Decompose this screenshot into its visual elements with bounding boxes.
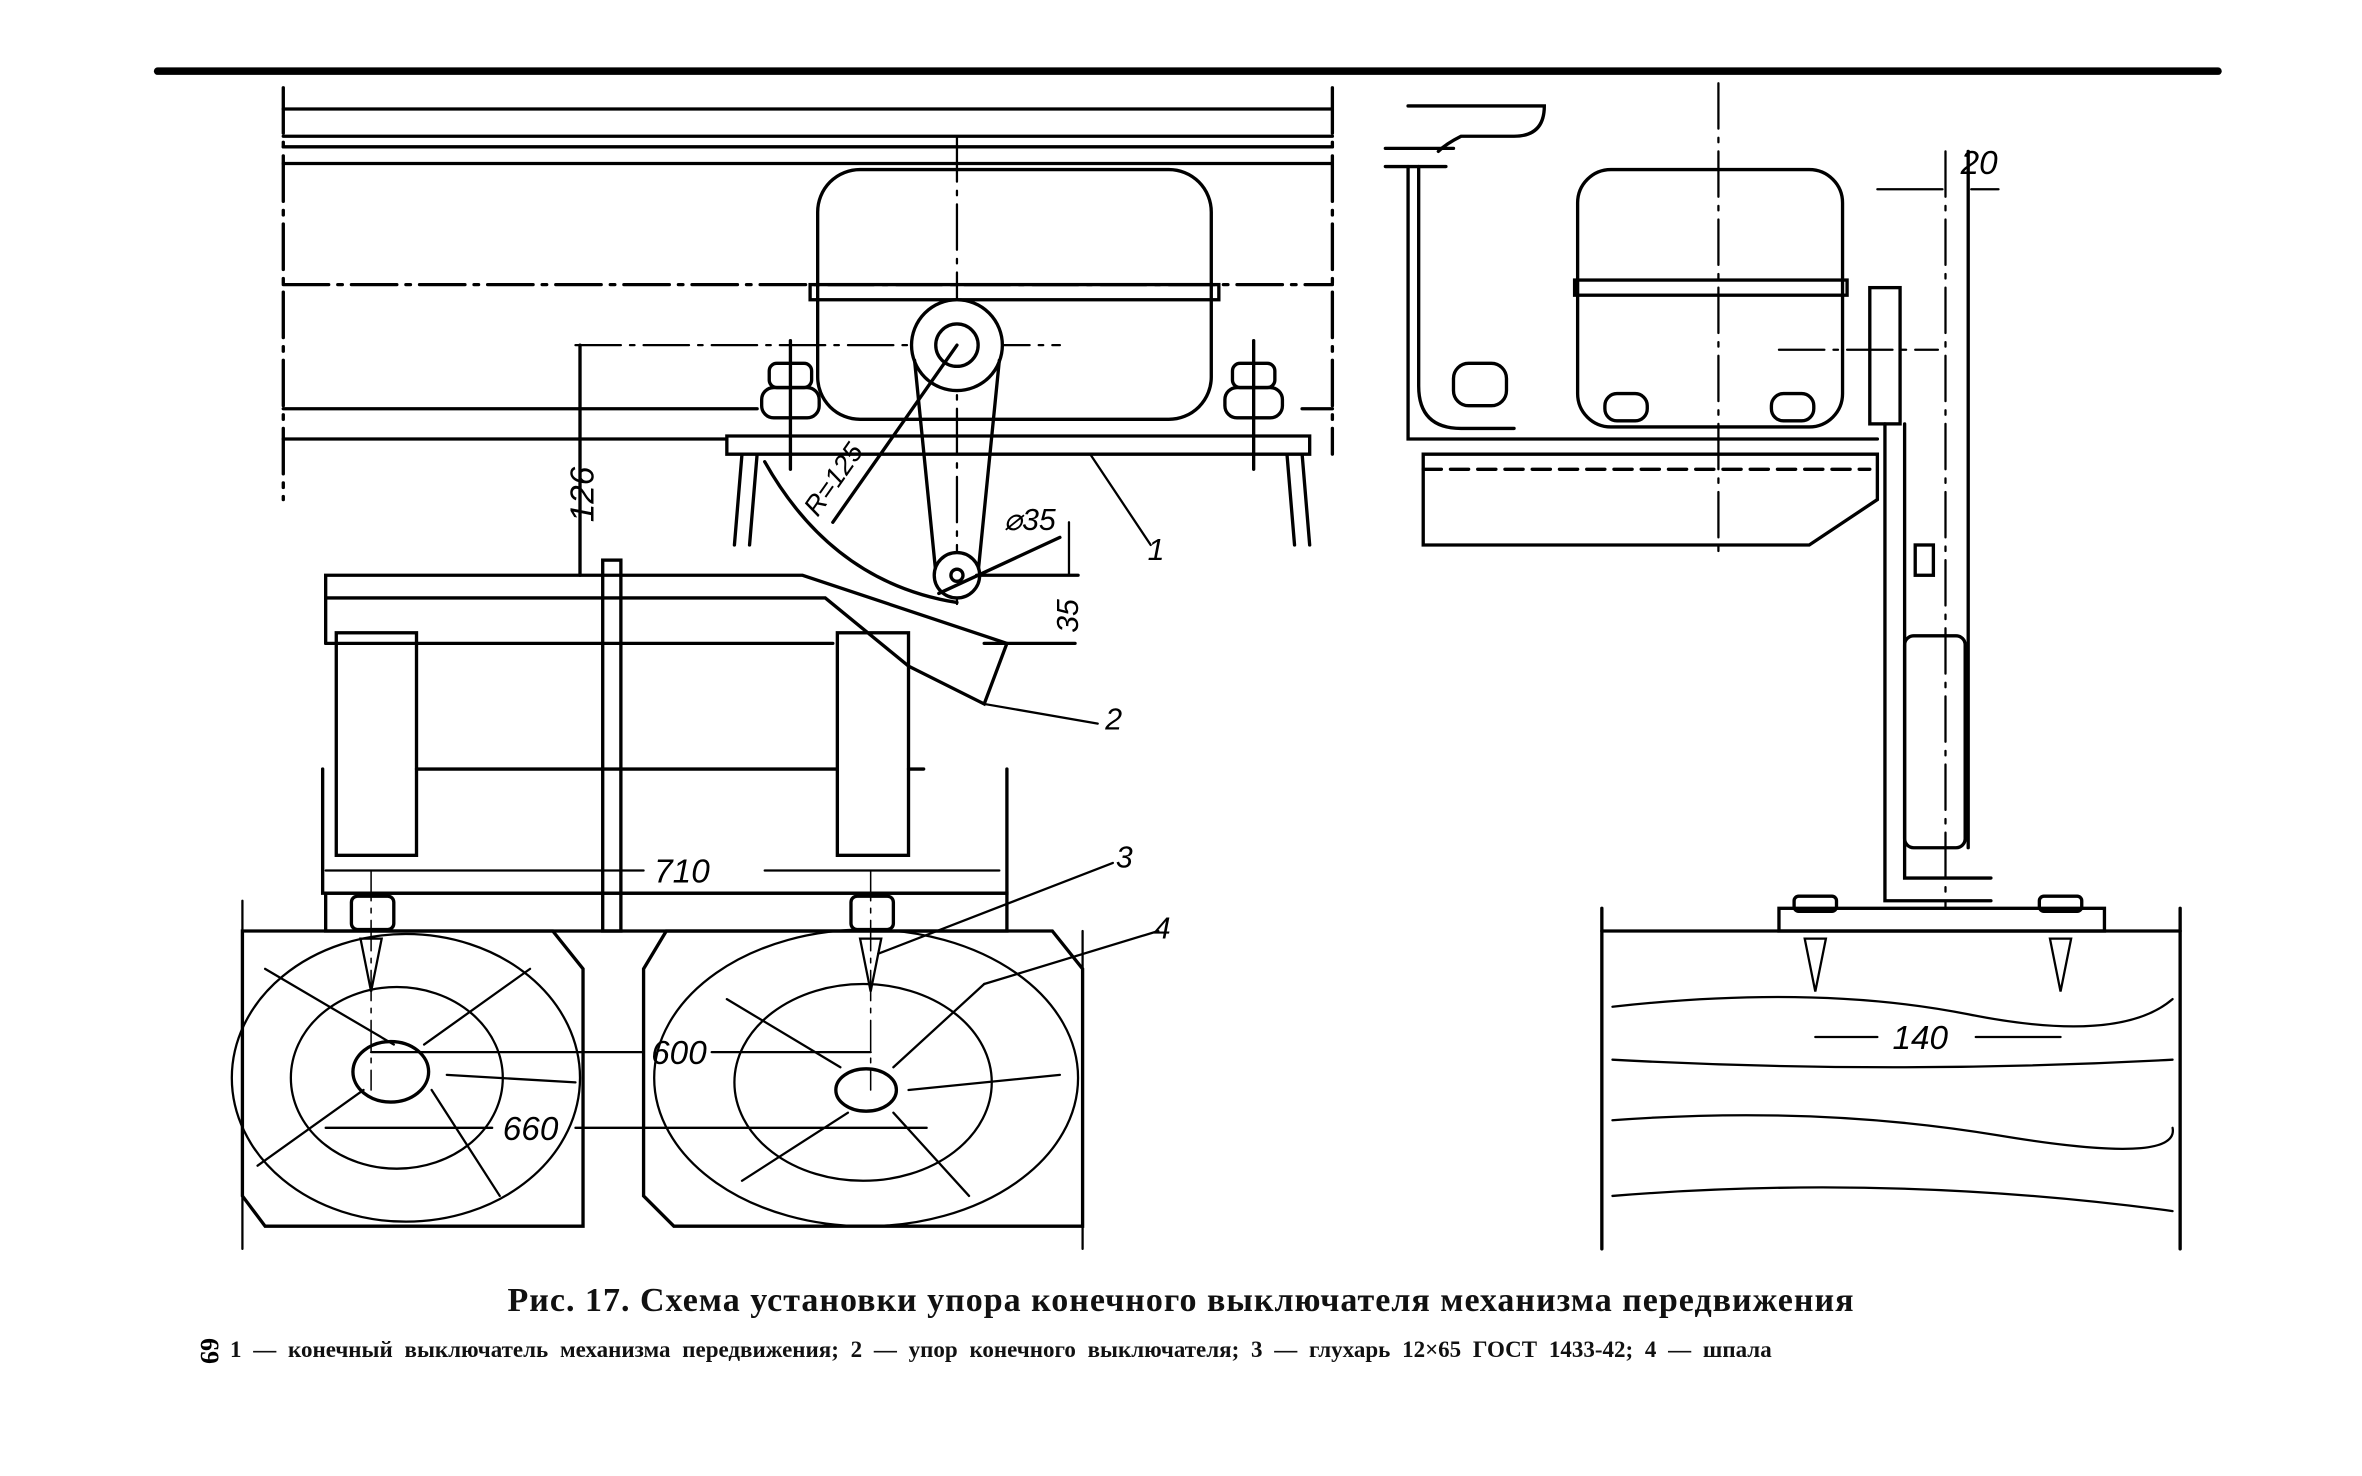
side-view-stop: [1876, 149, 2000, 910]
limit-switch: [574, 135, 1221, 607]
figure-legend: 1 — конечный выключатель механизма перед…: [230, 1337, 1772, 1362]
stop-frame: [320, 558, 1099, 933]
callout-1: 1: [1148, 534, 1165, 567]
lag-screws: [359, 869, 883, 1091]
figure-caption: Рис. 17. Схема установки упора конечного…: [507, 1282, 1855, 1319]
dim-35: 35: [1052, 599, 1085, 633]
dim-126: 126: [565, 466, 602, 522]
side-nuts: [1451, 361, 1816, 423]
callout-3: 3: [1116, 841, 1133, 874]
crane-beam: [281, 86, 1335, 502]
dimension-lines: [241, 453, 1160, 1251]
callout-2: 2: [1104, 704, 1122, 737]
nut-right: [1223, 338, 1285, 471]
sleeper-right: [641, 928, 1085, 1228]
dim-600: 600: [651, 1035, 707, 1072]
dim-d35: ⌀35: [1004, 504, 1056, 537]
dim-20: 20: [1960, 145, 1999, 182]
dim-r125: R=125: [797, 436, 869, 521]
mounting-plate: [725, 338, 1312, 547]
side-view-beam: [1383, 82, 1940, 562]
callout-4: 4: [1154, 913, 1171, 946]
sleeper-left: [230, 929, 585, 1228]
page-number: 69: [195, 1338, 224, 1364]
dim-710: 710: [654, 854, 710, 891]
nut-left: [759, 338, 821, 471]
dim-140: 140: [1893, 1020, 1949, 1057]
side-sleeper: [1600, 894, 2182, 1251]
dim-660: 660: [503, 1111, 559, 1148]
